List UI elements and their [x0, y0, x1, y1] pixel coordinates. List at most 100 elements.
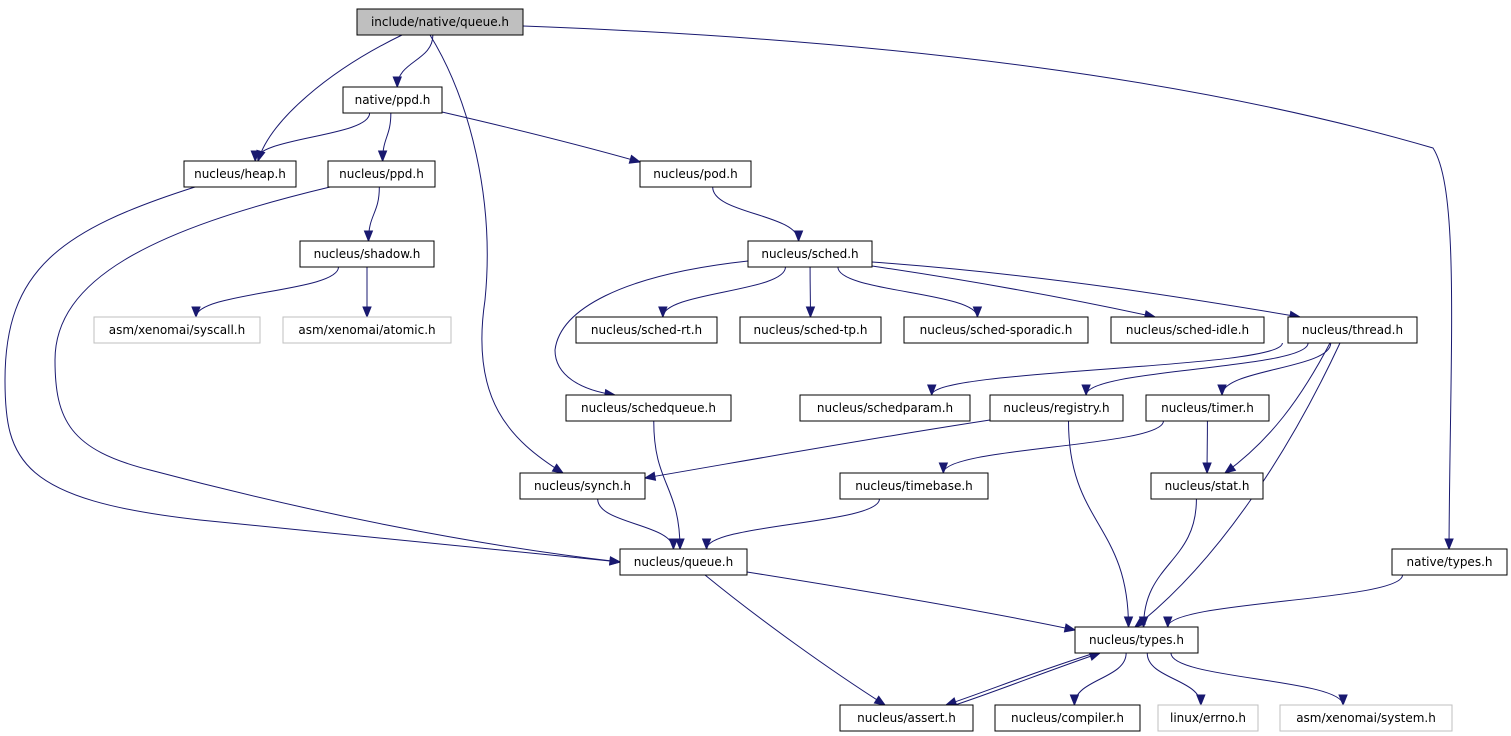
node-box [989, 394, 1124, 422]
node-box [994, 704, 1141, 732]
edge-include-native-queue-to-native-ppd [392, 34, 434, 89]
node-label: nucleus/queue.h [634, 555, 733, 569]
edge-nucleus-timer-to-nucleus-stat [1202, 420, 1212, 475]
node-label: native/types.h [1406, 555, 1492, 569]
node-label: nucleus/pod.h [653, 167, 737, 181]
edge-nucleus-registry-to-nucleus-synch [643, 419, 991, 481]
edge-nucleus-schedqueue-to-nucleus-queue [653, 420, 685, 551]
node-box [1287, 316, 1418, 344]
node-label: nucleus/sched-tp.h [754, 323, 868, 337]
node-label: nucleus/registry.h [1003, 401, 1109, 415]
node-nucleus-registry[interactable]: nucleus/registry.h [989, 394, 1124, 422]
node-include-native-queue[interactable]: include/native/queue.h [356, 8, 524, 36]
edge-nucleus-synch-to-nucleus-queue [597, 498, 679, 551]
edge-nucleus-sched-to-nucleus-sched-idle [871, 265, 1157, 320]
node-nucleus-timer[interactable]: nucleus/timer.h [1145, 394, 1270, 422]
node-label: asm/xenomai/syscall.h [109, 323, 245, 337]
node-nucleus-heap[interactable]: nucleus/heap.h [183, 160, 297, 188]
node-box [1279, 704, 1453, 732]
node-box [519, 472, 646, 500]
node-box [1150, 472, 1264, 500]
node-label: nucleus/assert.h [857, 711, 956, 725]
node-label: nucleus/schedqueue.h [581, 401, 716, 415]
node-linux-errno: linux/errno.h [1157, 704, 1259, 732]
node-nucleus-queue[interactable]: nucleus/queue.h [619, 548, 748, 576]
edge-nucleus-types-to-linux-errno [1146, 652, 1206, 707]
node-box [356, 8, 524, 36]
node-label: asm/xenomai/system.h [1296, 711, 1436, 725]
node-box [342, 86, 443, 114]
edge-nucleus-thread-to-nucleus-registry [1081, 342, 1309, 397]
node-nucleus-sched-rt[interactable]: nucleus/sched-rt.h [575, 316, 718, 344]
node-nucleus-schedqueue[interactable]: nucleus/schedqueue.h [565, 394, 732, 422]
edge-nucleus-thread-to-nucleus-timer [1217, 342, 1332, 397]
node-label: nucleus/sched-idle.h [1126, 323, 1249, 337]
node-nucleus-sched-idle[interactable]: nucleus/sched-idle.h [1110, 316, 1265, 344]
node-box [93, 316, 261, 344]
edge-nucleus-sched-to-nucleus-sched-rt [658, 266, 786, 319]
node-nucleus-shadow[interactable]: nucleus/shadow.h [299, 240, 435, 268]
node-label: asm/xenomai/atomic.h [298, 323, 435, 337]
node-nucleus-types[interactable]: nucleus/types.h [1074, 626, 1199, 654]
edge-nucleus-types-to-asm-system [1170, 652, 1348, 707]
node-nucleus-compiler[interactable]: nucleus/compiler.h [994, 704, 1141, 732]
node-nucleus-sched-sporadic[interactable]: nucleus/sched-sporadic.h [903, 316, 1089, 344]
node-label: nucleus/ppd.h [339, 167, 424, 181]
node-label: nucleus/compiler.h [1011, 711, 1124, 725]
node-nucleus-synch[interactable]: nucleus/synch.h [519, 472, 646, 500]
edge-nucleus-sched-to-nucleus-sched-tp [805, 266, 816, 319]
node-nucleus-thread[interactable]: nucleus/thread.h [1287, 316, 1418, 344]
node-box [1157, 704, 1259, 732]
node-box [327, 160, 436, 188]
edge-nucleus-sched-to-nucleus-thread [871, 261, 1302, 320]
node-nucleus-schedparam[interactable]: nucleus/schedparam.h [799, 394, 971, 422]
node-box [619, 548, 748, 576]
edge-include-native-queue-to-nucleus-synch [429, 34, 565, 474]
node-label: nucleus/sched-rt.h [591, 323, 702, 337]
node-nucleus-ppd[interactable]: nucleus/ppd.h [327, 160, 436, 188]
node-native-types[interactable]: native/types.h [1391, 548, 1508, 576]
node-label: nucleus/stat.h [1165, 479, 1250, 493]
edge-nucleus-shadow-to-asm-syscall [191, 266, 339, 319]
node-nucleus-timebase[interactable]: nucleus/timebase.h [839, 472, 989, 500]
node-native-ppd[interactable]: native/ppd.h [342, 86, 443, 114]
node-box [575, 316, 718, 344]
dependency-nodes: include/native/queue.h native/ppd.h nucleu… [93, 8, 1508, 732]
node-label: nucleus/schedparam.h [817, 401, 953, 415]
node-nucleus-sched[interactable]: nucleus/sched.h [747, 240, 873, 268]
node-nucleus-assert[interactable]: nucleus/assert.h [839, 704, 974, 732]
edge-nucleus-registry-to-nucleus-types [1068, 420, 1134, 629]
node-nucleus-stat[interactable]: nucleus/stat.h [1150, 472, 1264, 500]
edge-nucleus-timebase-to-nucleus-queue [701, 498, 880, 551]
node-label: nucleus/timer.h [1161, 401, 1254, 415]
node-box [799, 394, 971, 422]
node-box [565, 394, 732, 422]
node-label: nucleus/types.h [1089, 633, 1184, 647]
node-box [747, 240, 873, 268]
node-label: nucleus/sched-sporadic.h [920, 323, 1073, 337]
edge-native-ppd-to-nucleus-heap [250, 112, 371, 163]
edge-nucleus-types-to-nucleus-compiler [1069, 652, 1127, 707]
node-box [639, 160, 752, 188]
node-box [839, 472, 989, 500]
node-label: include/native/queue.h [371, 15, 509, 29]
node-label: nucleus/sched.h [761, 247, 858, 261]
edge-nucleus-sched-to-nucleus-sched-sporadic [837, 266, 983, 319]
node-label: native/ppd.h [355, 93, 431, 107]
node-nucleus-sched-tp[interactable]: nucleus/sched-tp.h [739, 316, 882, 344]
dependency-edges [4, 25, 1454, 707]
node-label: nucleus/thread.h [1302, 323, 1403, 337]
node-label: nucleus/shadow.h [314, 247, 421, 261]
node-box [1074, 626, 1199, 654]
edge-native-ppd-to-nucleus-pod [441, 111, 642, 164]
node-label: nucleus/synch.h [534, 479, 631, 493]
node-box [1391, 548, 1508, 576]
node-asm-system: asm/xenomai/system.h [1279, 704, 1453, 732]
node-box [739, 316, 882, 344]
edge-nucleus-queue-to-nucleus-assert [704, 574, 887, 706]
node-nucleus-pod[interactable]: nucleus/pod.h [639, 160, 752, 188]
edge-nucleus-ppd-to-nucleus-queue [54, 186, 622, 566]
node-label: linux/errno.h [1170, 711, 1246, 725]
edge-nucleus-queue-to-nucleus-types [746, 571, 1077, 633]
